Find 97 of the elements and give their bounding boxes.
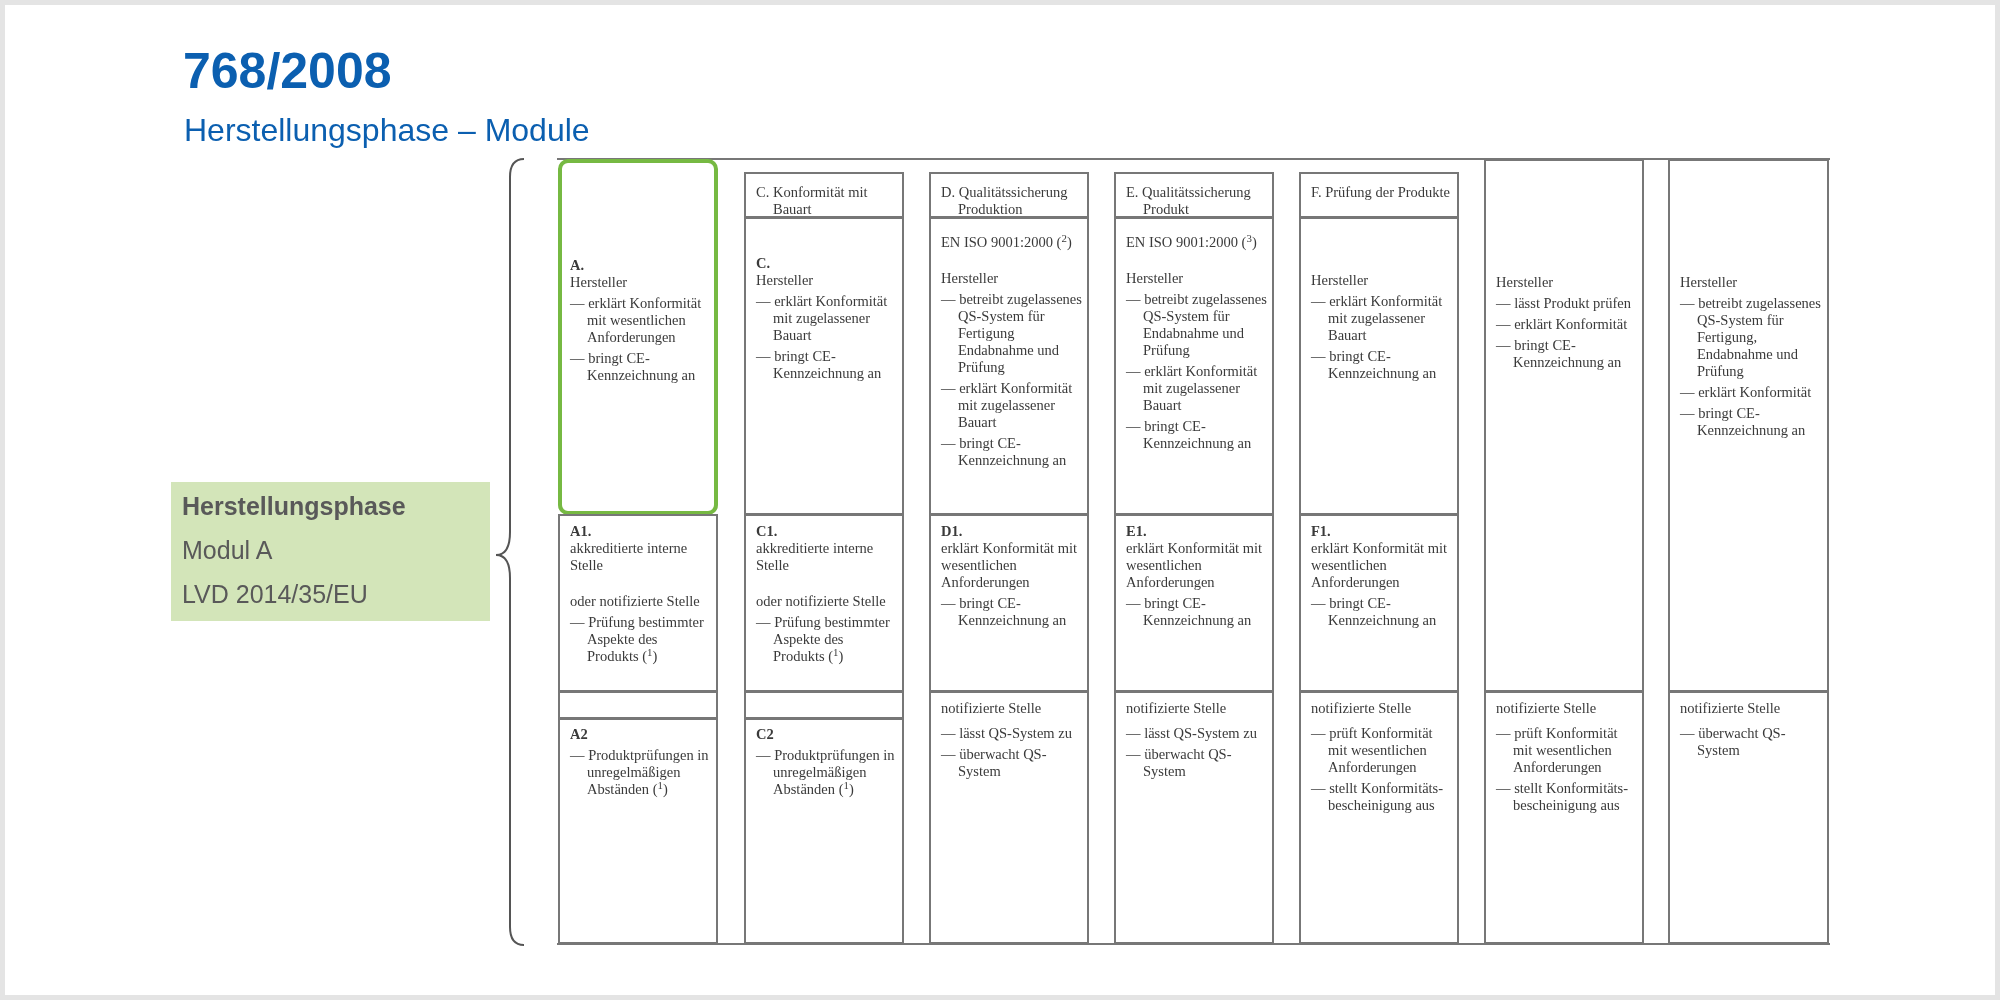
list-item: — überwacht QS-System [1126,746,1233,780]
list-item: — überwacht QS-System [941,746,1048,780]
list-item: — bringt CE-Kennzeichnung an [1680,405,1807,439]
table-cell [1114,514,1274,692]
cell-text: notifizierte Stelle [1680,700,1782,717]
table-cell [744,691,904,719]
list-item: D. Qualitätssicherung Produktion [941,184,1069,218]
cell-heading: A1. [570,523,593,540]
table-cell [1299,691,1459,944]
cell-heading: C1. [756,523,779,540]
list-item: — stellt Konformitäts-bescheinigung aus [1311,780,1445,814]
table-cell [744,217,904,515]
list-item: — erklärt Konformität mit zugelassener Bauart [756,293,889,344]
list-item: — lässt QS-System zu [941,725,1073,742]
list-item: — Prüfung bestimmter Aspekte des Produkts ($^{1}$) [570,614,705,665]
list-item: — erklärt Konformität [1496,316,1629,333]
list-item: — bringt CE-Kennzeichnung an [570,350,697,384]
table-cell [1114,691,1274,944]
cell-text: notifizierte Stelle [941,700,1043,717]
table-cell [929,172,1089,218]
table-cell [1114,217,1274,515]
cell-text: EN ISO 9001:2000 ($^{3}$) [1126,234,1258,251]
table-cell [1299,217,1459,515]
table-cell [1299,172,1459,218]
list-item: — prüft Konformität mit wesentlichen Anforderungen [1496,725,1619,776]
cell-text: notifizierte Stelle [1311,700,1413,717]
slide-title: 768/2008 [183,46,392,96]
cell-heading: C2 [756,726,775,743]
cell-text: oder notifizierte Stelle [570,593,701,610]
list-item: E. Qualitätssicherung Produkt [1126,184,1252,218]
cell-text: erklärt Konformität mit wesentlichen Anforderungen [1311,540,1449,591]
list-item: — erklärt Konformität mit zugelassener Bauart [941,380,1074,431]
list-item: F. Prüfung der Produkte [1311,184,1451,201]
cell-text: Hersteller [1680,274,1739,291]
list-item: C. Konformität mit Bauart [756,184,869,218]
list-item: — Prüfung bestimmter Aspekte des Produkts ($^{1}$) [756,614,891,665]
cell-heading: F1. [1311,523,1332,540]
table-cell [558,718,718,944]
table-cell [1668,691,1829,944]
label-text: Modul A [182,535,274,566]
label-text: LVD 2014/35/EU [182,579,369,610]
table-cell [929,691,1089,944]
list-item: — bringt CE-Kennzeichnung an [1126,418,1253,452]
label-box [171,482,490,621]
list-item: — betreibt zugelassenes QS-System für Fertigung, Endabnahme und Prüfung [1680,295,1822,380]
table-cell [744,172,904,218]
cell-text: akkreditierte interne Stelle [756,540,875,574]
table-cell [1668,159,1829,692]
table-cell [1484,691,1644,944]
table-cell [929,514,1089,692]
list-item: — betreibt zugelassenes QS-System für Fertigung Endabnahme und Prüfung [941,291,1082,376]
table-cell [558,691,718,719]
table-cell [1114,172,1274,218]
cell-text: notifizierte Stelle [1496,700,1598,717]
list-item: — bringt CE-Kennzeichnung an [1496,337,1623,371]
cell-text: Hersteller [1496,274,1555,291]
cell-text: Hersteller [941,270,1000,287]
table-cell [558,159,718,515]
cell-text: akkreditierte interne Stelle [570,540,689,574]
list-item: — erklärt Konformität mit wesentlichen Anforderungen [570,295,703,346]
list-item: — betreibt zugelassenes QS-System für Endabnahme und Prüfung [1126,291,1267,359]
cell-text: oder notifizierte Stelle [756,593,887,610]
cell-text: Hersteller [756,272,815,289]
label-heading: Herstellungsphase [182,491,407,522]
list-item: — bringt CE-Kennzeichnung an [756,348,883,382]
cell-text: erklärt Konformität mit wesentlichen Anforderungen [941,540,1079,591]
list-item: — überwacht QS-System [1680,725,1787,759]
list-item: — bringt CE-Kennzeichnung an [941,435,1068,469]
list-item: — lässt QS-System zu [1126,725,1258,742]
list-item: — erklärt Konformität mit zugelassener Bauart [1311,293,1444,344]
list-item: — erklärt Konformität [1680,384,1813,401]
list-item: — stellt Konformitäts-bescheinigung aus [1496,780,1630,814]
cell-text: Hersteller [1126,270,1185,287]
list-item: — bringt CE-Kennzeichnung an [1311,595,1438,629]
table-cell [744,718,904,944]
list-item: — bringt CE-Kennzeichnung an [1311,348,1438,382]
cell-text: Hersteller [1311,272,1370,289]
list-item: — bringt CE-Kennzeichnung an [941,595,1068,629]
cell-heading: C. [756,255,772,272]
slide-subtitle: Herstellungsphase – Module [184,114,590,146]
list-item: — prüft Konformität mit wesentlichen Anforderungen [1311,725,1434,776]
cell-heading: E1. [1126,523,1148,540]
table-cell [1299,514,1459,692]
list-item: — erklärt Konformität mit zugelassener Bauart [1126,363,1259,414]
list-item: — Produktprüfungen in unregelmäßigen Abständen ($^{1}$) [570,747,710,798]
list-item: — bringt CE-Kennzeichnung an [1126,595,1253,629]
cell-text: Hersteller [570,274,629,291]
table-cell [1484,159,1644,692]
cell-heading: D1. [941,523,964,540]
list-item: — Produktprüfungen in unregelmäßigen Abständen ($^{1}$) [756,747,896,798]
cell-text: notifizierte Stelle [1126,700,1228,717]
cell-heading: A. [570,257,586,274]
cell-text: erklärt Konformität mit wesentlichen Anforderungen [1126,540,1264,591]
table-cell [929,217,1089,515]
cell-heading: A2 [570,726,589,743]
cell-text: EN ISO 9001:2000 ($^{2}$) [941,234,1073,251]
list-item: — lässt Produkt prüfen [1496,295,1632,312]
